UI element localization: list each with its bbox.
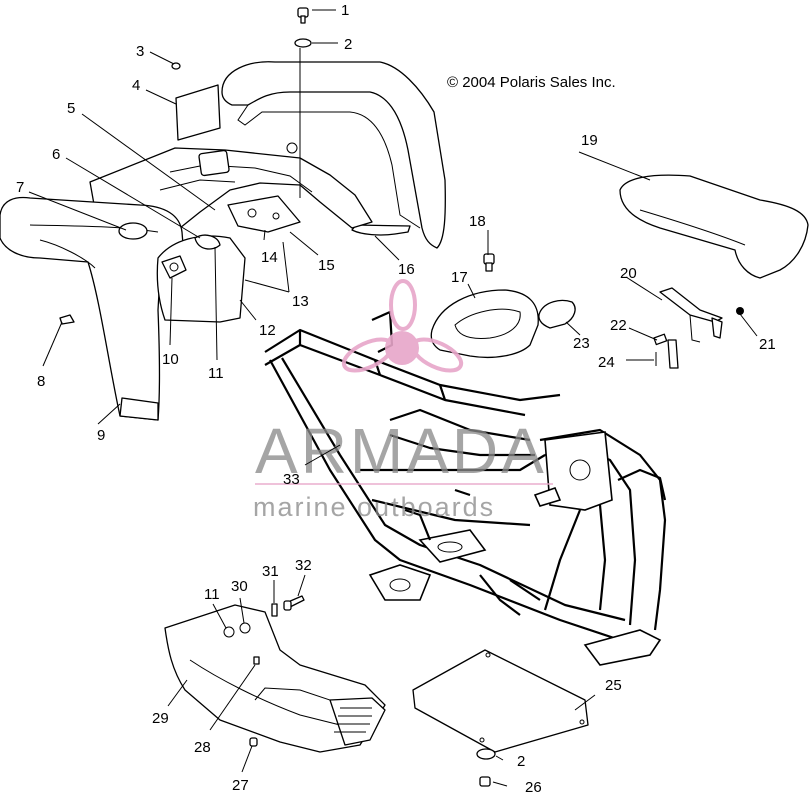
callout-19: 19 — [581, 132, 598, 149]
callout-11-lower: 11 — [204, 586, 220, 603]
copyright-notice: © 2004 Polaris Sales Inc. — [447, 74, 616, 91]
callout-20: 20 — [620, 265, 637, 282]
callout-15: 15 — [318, 257, 335, 274]
callout-4: 4 — [132, 77, 140, 94]
callout-30: 30 — [231, 578, 248, 595]
washer-part-6 — [194, 234, 221, 250]
callout-labels: 1 2 3 4 5 6 7 8 9 10 11 12 13 14 15 16 1… — [16, 2, 776, 796]
callout-17: 17 — [451, 269, 468, 286]
grommet-part-21 — [736, 307, 744, 315]
callout-31: 31 — [262, 563, 279, 580]
callout-6: 6 — [52, 146, 60, 163]
mud-flap-part-4 — [175, 84, 221, 141]
floor-panel-part-29 — [164, 604, 386, 753]
callout-2: 2 — [344, 36, 352, 53]
watermark-tagline: marine outboards — [253, 492, 495, 522]
nut-part-10 — [161, 255, 187, 279]
callout-27: 27 — [232, 777, 249, 794]
callout-25: 25 — [605, 677, 622, 694]
washer-part-2 — [294, 38, 312, 48]
clip-part-3 — [171, 62, 181, 70]
frame-part-33 — [264, 310, 667, 666]
callout-21: 21 — [759, 336, 776, 353]
bracket-part-14 — [227, 195, 301, 233]
rivet-part-8 — [59, 314, 75, 325]
fender-part-9 — [0, 196, 186, 421]
bolt-part-18 — [483, 253, 495, 272]
bolt-part-1 — [297, 7, 309, 24]
clip-part-7 — [118, 222, 148, 240]
bumper-part-22 — [653, 333, 668, 346]
callout-8: 8 — [37, 373, 45, 390]
fastener-part-26 — [479, 776, 491, 787]
seat-latch-part-20 — [659, 287, 723, 343]
callout-28: 28 — [194, 739, 211, 756]
watermark-brand: ARMADA — [255, 415, 547, 487]
callout-11: 11 — [208, 365, 224, 382]
callout-18: 18 — [469, 213, 486, 230]
bolt-part-32 — [283, 595, 305, 611]
washer-part-2-lower — [476, 748, 496, 760]
skid-plate-part-25 — [412, 649, 589, 753]
callout-23: 23 — [573, 335, 590, 352]
callout-29: 29 — [152, 710, 169, 727]
callout-26: 26 — [525, 779, 542, 796]
callout-10: 10 — [162, 351, 179, 368]
rivet-part-28 — [253, 656, 260, 665]
propeller-logo — [341, 279, 464, 373]
callout-12: 12 — [259, 322, 276, 339]
nut-part-27 — [249, 737, 258, 747]
seat-part-19 — [619, 174, 809, 279]
tank-cover-part-17 — [430, 289, 539, 359]
callout-9: 9 — [97, 427, 105, 444]
callout-3: 3 — [136, 43, 144, 60]
bracket-part-24 — [655, 339, 679, 369]
callout-32: 32 — [295, 557, 312, 574]
callout-5: 5 — [67, 100, 75, 117]
watermark: ARMADA marine outboards — [253, 279, 553, 522]
pad-part-23 — [538, 299, 576, 329]
callout-24: 24 — [598, 354, 615, 371]
rear-rack-part-16 — [221, 61, 446, 249]
callout-33: 33 — [283, 471, 300, 488]
callout-14: 14 — [261, 249, 278, 266]
callout-13: 13 — [292, 293, 309, 310]
callout-2-lower: 2 — [517, 753, 525, 770]
callout-16: 16 — [398, 261, 415, 278]
callout-7: 7 — [16, 179, 24, 196]
callout-1: 1 — [341, 2, 349, 19]
inner-panel-part-12 — [156, 235, 246, 323]
leader-lines — [28, 9, 758, 787]
callout-22: 22 — [610, 317, 627, 334]
screw-part-31 — [271, 603, 278, 617]
